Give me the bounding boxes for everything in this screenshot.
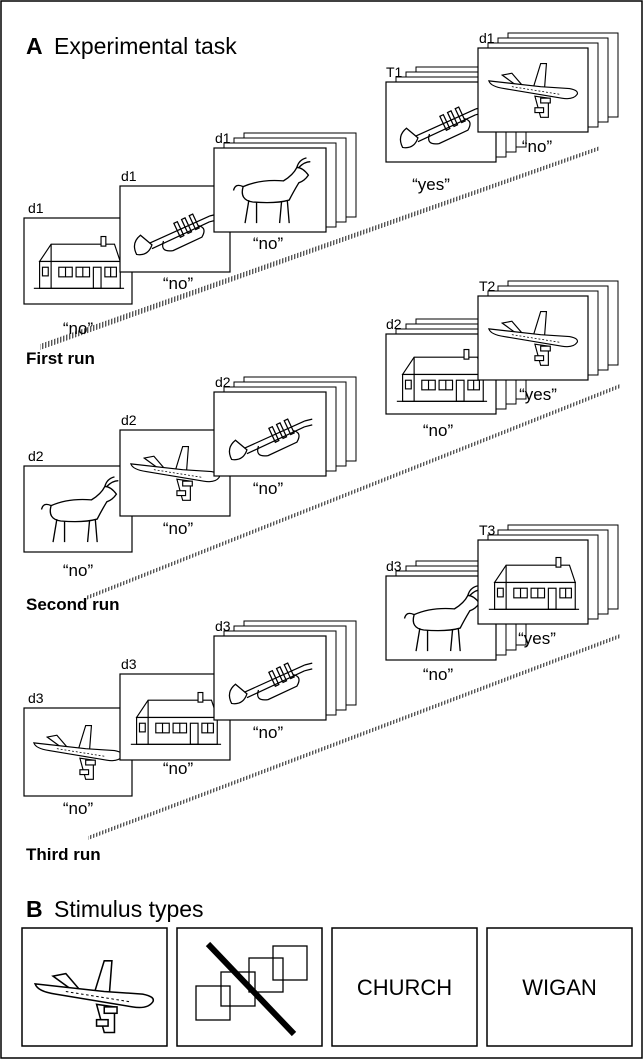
trial-label: d2: [121, 412, 137, 428]
trial-response: “no”: [253, 234, 284, 253]
trial-response: “yes”: [519, 385, 557, 404]
trial-label: T3: [479, 522, 496, 538]
trial-label: d1: [215, 130, 231, 146]
run-label: Third run: [26, 845, 101, 864]
trial-response: “yes”: [412, 175, 450, 194]
trial-label: d2: [215, 374, 231, 390]
trial-label: d3: [121, 656, 137, 672]
run-label: First run: [26, 349, 95, 368]
trial-label: T2: [479, 278, 496, 294]
trial-response: “no”: [163, 274, 194, 293]
stimulus-card: [214, 392, 326, 476]
stimulus-card: [214, 636, 326, 720]
trial-response: “no”: [423, 665, 454, 684]
word-stimulus-2: WIGAN: [522, 975, 597, 1000]
trial-response: “no”: [63, 561, 94, 580]
word-stimulus-1: CHURCH: [357, 975, 452, 1000]
trial-response: “no”: [163, 759, 194, 778]
trial-response: “no”: [253, 479, 284, 498]
trial-label: d3: [215, 618, 231, 634]
trial-response: “no”: [163, 519, 194, 538]
trial-response: “no”: [522, 137, 553, 156]
trial-label: T1: [386, 64, 403, 80]
trial-label: d1: [121, 168, 137, 184]
trial-label: d3: [28, 690, 44, 706]
trial-label: d2: [28, 448, 44, 464]
run-label: Second run: [26, 595, 120, 614]
trial-response: “no”: [63, 799, 94, 818]
trial-label: d1: [479, 30, 495, 46]
trial-response: “yes”: [518, 629, 556, 648]
trial-response: “no”: [423, 421, 454, 440]
trial-label: d2: [386, 316, 402, 332]
panel-a-letter: A: [26, 33, 43, 59]
trial-response: “no”: [253, 723, 284, 742]
panel-b-title: Stimulus types: [54, 896, 204, 922]
panel-a-title: Experimental task: [54, 33, 237, 59]
trial-response: “no”: [63, 319, 94, 338]
panel-b-letter: B: [26, 896, 43, 922]
trial-label: d1: [28, 200, 44, 216]
trial-label: d3: [386, 558, 402, 574]
